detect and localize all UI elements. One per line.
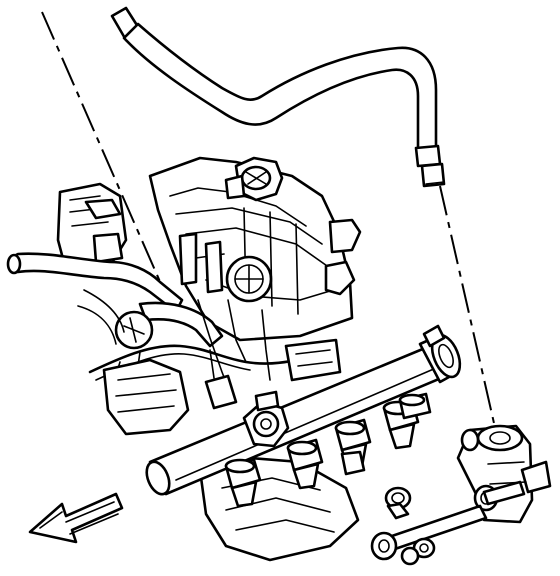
fuel-rail xyxy=(145,324,462,496)
intake-plenum xyxy=(148,156,362,342)
o-ring-upper xyxy=(384,486,412,520)
coolant-tubes xyxy=(6,252,224,350)
injector-2 xyxy=(286,438,324,490)
fasteners xyxy=(370,480,526,566)
injector-5 xyxy=(398,392,432,420)
vacuum-hose xyxy=(110,6,446,188)
injector-3 xyxy=(334,418,372,476)
bolt-right xyxy=(473,480,526,512)
o-ring-lower xyxy=(400,537,436,566)
engine-block-rear xyxy=(56,182,128,272)
leader-lines xyxy=(41,11,497,433)
direction-arrow-icon xyxy=(28,492,124,544)
bolt-long xyxy=(370,504,488,561)
injector-1 xyxy=(224,458,262,508)
fuel-injectors xyxy=(224,392,432,508)
